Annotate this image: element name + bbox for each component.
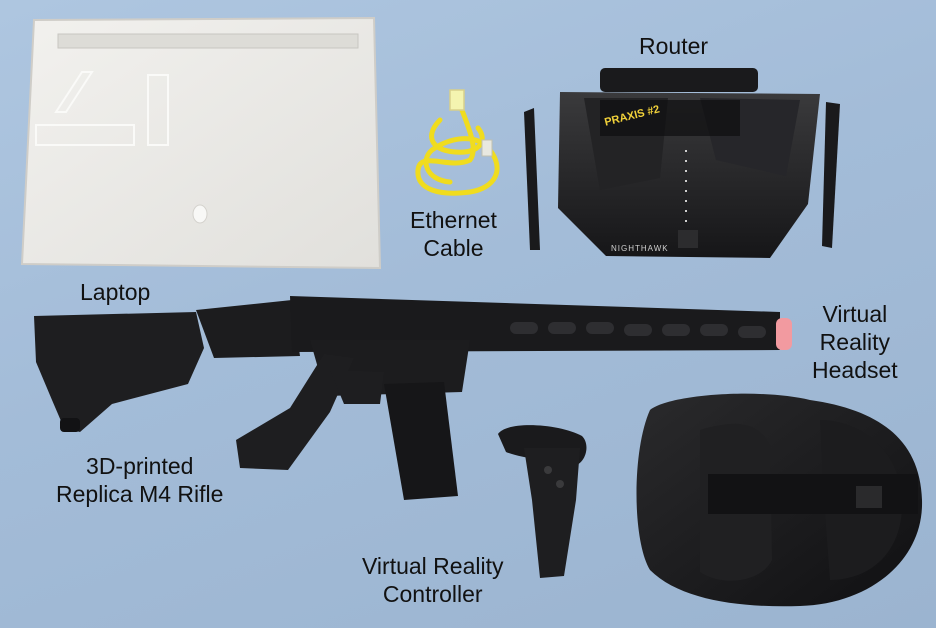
replica-m4-rifle: [34, 296, 792, 500]
label-ethernet-line-1: Ethernet: [410, 207, 497, 233]
label-vr-headset: Virtual Reality Headset: [812, 300, 898, 384]
label-vr-headset-line-2: Reality: [819, 329, 890, 355]
label-vr-headset-line-1: Virtual: [822, 301, 888, 327]
router-brand-text: NIGHTHAWK: [611, 244, 669, 253]
label-rifle-line-2: Replica M4 Rifle: [56, 481, 224, 507]
label-rifle-line-1: 3D-printed: [86, 453, 194, 479]
label-rifle: 3D-printed Replica M4 Rifle: [56, 452, 223, 508]
label-router: Router: [639, 32, 708, 60]
label-vr-controller: Virtual Reality Controller: [362, 552, 503, 608]
label-vr-controller-line-1: Virtual Reality: [362, 553, 504, 579]
label-vr-headset-line-3: Headset: [812, 357, 898, 383]
label-ethernet-cable: Ethernet Cable: [410, 206, 497, 262]
label-laptop-line: Laptop: [80, 279, 151, 305]
label-laptop: Laptop: [80, 278, 150, 306]
ethernet-cable: [415, 89, 500, 196]
router: [524, 68, 840, 258]
label-vr-controller-line-2: Controller: [382, 581, 483, 607]
label-router-line: Router: [639, 33, 709, 59]
label-ethernet-line-2: Cable: [423, 235, 484, 261]
vr-headset: [636, 393, 923, 607]
laptop: [20, 16, 382, 270]
vr-controller: [498, 425, 587, 578]
